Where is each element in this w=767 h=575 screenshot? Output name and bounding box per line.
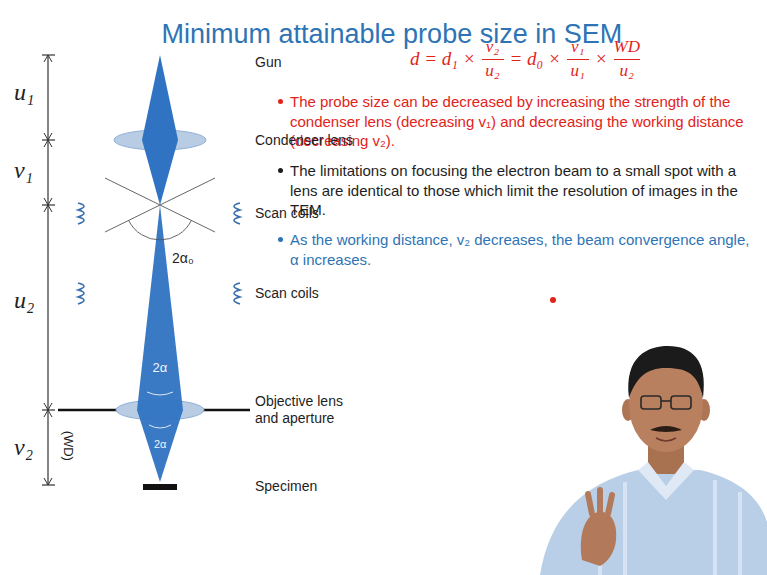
equation-term: d = d₁ × [410,48,476,70]
electron-beam-upper [142,55,178,205]
fraction-numerator: WD [614,38,640,57]
specimen-block [143,484,177,490]
equation-text: × [595,48,608,69]
dimension-label: u₂ [14,286,34,315]
dimension-label: v₂ [14,433,33,462]
bullet-dot [278,99,283,104]
lecturer-figure [540,346,767,575]
dimension-label: v₁ [14,156,33,185]
equation-fraction: WD u₂ [614,38,640,80]
mouth [656,438,676,441]
bullet-text: The probe size can be decreased by incre… [290,92,755,151]
glasses [671,396,691,409]
part-label: Specimen [255,478,317,495]
collar [638,462,694,500]
part-label: Scan coils [255,285,319,302]
angle-label: 2α₀ [172,250,194,267]
fraction-bar [567,59,589,60]
pointer-dot [550,297,556,303]
dimension-arrowheads [44,55,52,485]
hand [581,512,616,566]
fraction-denominator: u₂ [620,62,634,81]
deflection-line [105,178,215,232]
fraction-denominator: u₂ [485,62,499,81]
scan-coil [234,283,240,304]
fraction-bar [614,59,640,60]
angle-label: 2α [153,360,168,376]
hair [628,346,704,398]
scan-coil [234,203,240,224]
glasses [641,396,661,409]
angle-arc [129,220,192,240]
moustache [650,426,682,432]
part-label: Condenser lens [255,132,353,149]
dimension-label: u₁ [14,78,34,107]
probe-size-equation: d = d₁ × v₂ u₂ = d₀ × v₁ u₁ × WD u₂ [410,38,640,80]
fraction-numerator: v₂ [486,38,499,57]
equation-fraction: v₁ u₁ [567,38,589,80]
equation-fraction: v₂ u₂ [482,38,504,80]
slide-title: Minimum attainable probe size in SEM [162,18,623,50]
deflection-line [105,178,215,232]
dimension-axis [47,55,48,485]
bullet-text: As the working distance, v₂ decreases, t… [290,230,755,269]
angle-arc [149,425,171,428]
equation-term: = d₀ × [510,48,561,70]
bullet-dot [278,168,283,173]
part-label: Objective lens and aperture [255,393,365,427]
equation-text: d = d₁ × [410,48,476,69]
fingers [588,490,612,514]
angle-arc [147,392,173,395]
scan-coil [78,203,84,224]
bullet-dot [278,237,283,242]
part-label: Scan coils [255,205,319,222]
equation-text: = d₀ × [510,48,561,69]
working-distance-label: (WD) [60,431,76,461]
angle-label: 2α [154,438,166,451]
part-label: Gun [255,54,281,71]
electron-beam-lower [137,205,183,482]
fraction-denominator: u₁ [571,62,585,81]
equation-term: × [595,48,608,70]
glasses-bridge [661,400,671,402]
fraction-numerator: v₁ [571,38,584,57]
fraction-bar [482,59,504,60]
bullet-text: The limitations on focusing the electron… [290,161,755,220]
scan-coil [78,283,84,304]
